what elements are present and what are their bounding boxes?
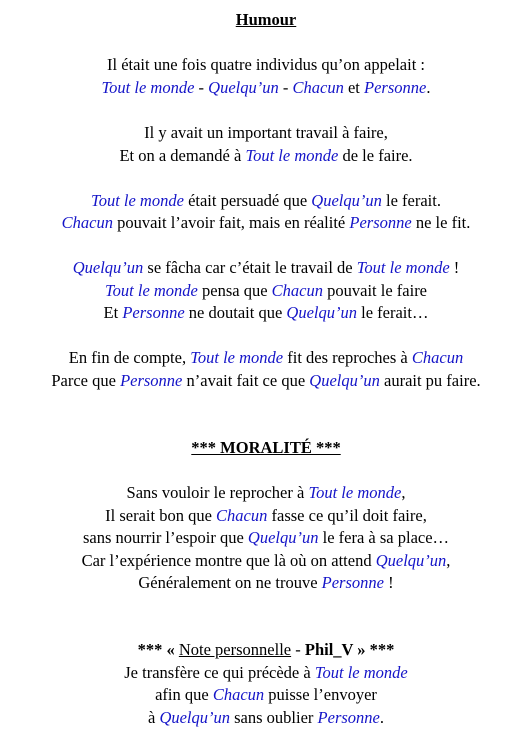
name-chacun: Chacun (212, 685, 265, 704)
name-personne: Personne (349, 213, 412, 232)
text: le fera à sa place… (318, 528, 450, 547)
moral-line-3: sans nourrir l’espoir que Quelqu’un le f… (0, 527, 532, 549)
name-tout-le-monde: Tout le monde (91, 191, 184, 210)
text: Parce que (51, 371, 121, 390)
text: Et (103, 303, 123, 322)
note-label: Note personnelle (178, 640, 292, 659)
p5-line-2: Parce que Personne n’avait fait ce que Q… (0, 370, 532, 392)
note-separator: - (291, 640, 305, 659)
note-stars-close: » *** (353, 640, 395, 659)
p3-line-2: Chacun pouvait l’avoir fait, mais en réa… (0, 212, 532, 234)
name-tout-le-monde: Tout le monde (308, 483, 402, 502)
name-chacun: Chacun (271, 281, 324, 300)
name-quelquun: Quelqu’un (159, 708, 231, 727)
intro-line-1: Il était une fois quatre individus qu’on… (106, 55, 425, 74)
text: fit des reproches à (283, 348, 412, 367)
name-chacun: Chacun (292, 78, 344, 97)
text: - (278, 78, 293, 97)
document-title: Humour (235, 10, 297, 29)
text: pensa que (197, 281, 272, 300)
text: fasse ce qu’il doit faire, (267, 506, 427, 525)
text: sans oublier (230, 708, 318, 727)
name-chacun: Chacun (411, 348, 464, 367)
text: ne doutait que (184, 303, 287, 322)
text: le ferait… (356, 303, 429, 322)
name-personne: Personne (321, 573, 384, 592)
text: puisse l’envoyer (264, 685, 377, 704)
text: - (194, 78, 209, 97)
text: à (147, 708, 160, 727)
note-line-1: Je transfère ce qui précède à Tout le mo… (0, 662, 532, 684)
text: Et on a demandé à (119, 146, 246, 165)
name-personne: Personne (364, 78, 427, 97)
note-heading: *** « Note personnelle - Phil_V » *** (0, 639, 532, 661)
text: Généralement on ne trouve (138, 573, 322, 592)
text: Je transfère ce qui précède à (124, 663, 315, 682)
text: se fâcha car c’était le travail de (143, 258, 357, 277)
intro-line-2: Tout le monde - Quelqu’un - Chacun et Pe… (0, 77, 532, 99)
text: pouvait l’avoir fait, mais en réalité (112, 213, 350, 232)
text: En fin de compte, (68, 348, 191, 367)
p4-line-3: Et Personne ne doutait que Quelqu’un le … (0, 302, 532, 324)
name-quelquun: Quelqu’un (286, 303, 357, 322)
text: pouvait le faire (323, 281, 428, 300)
name-personne: Personne (317, 708, 380, 727)
name-personne: Personne (122, 303, 185, 322)
text: et (343, 78, 365, 97)
moral-line-1: Sans vouloir le reprocher à Tout le mond… (0, 482, 532, 504)
name-quelquun: Quelqu’un (208, 78, 279, 97)
name-tout-le-monde: Tout le monde (190, 348, 284, 367)
name-quelquun: Quelqu’un (247, 528, 319, 547)
text: ne le fit. (411, 213, 471, 232)
name-quelquun: Quelqu’un (311, 191, 382, 210)
text: n’avait fait ce que (182, 371, 310, 390)
text: . (379, 708, 384, 727)
text: Car l’expérience montre que là où on att… (81, 551, 376, 570)
p3-line-1: Tout le monde était persuadé que Quelqu’… (0, 190, 532, 212)
p4-line-1: Quelqu’un se fâcha car c’était le travai… (0, 257, 532, 279)
text: aurait pu faire. (379, 371, 481, 390)
p2-line-2: Et on a demandé à Tout le monde de le fa… (0, 145, 532, 167)
name-tout-le-monde: Tout le monde (314, 663, 408, 682)
text: Sans vouloir le reprocher à (126, 483, 309, 502)
text: était persuadé que (183, 191, 312, 210)
p4-line-2: Tout le monde pensa que Chacun pouvait l… (0, 280, 532, 302)
text: sans nourrir l’espoir que (82, 528, 248, 547)
note-author: Phil_V (304, 640, 354, 659)
moral-heading: *** MORALITÉ *** (191, 438, 341, 457)
text: ! (449, 258, 460, 277)
name-tout-le-monde: Tout le monde (356, 258, 450, 277)
text: afin que (155, 685, 213, 704)
moral-line-5: Généralement on ne trouve Personne ! (0, 572, 532, 594)
note-line-3: à Quelqu’un sans oublier Personne. (0, 707, 532, 729)
p2-line-1: Il y avait un important travail à faire, (144, 123, 388, 142)
text: , (401, 483, 406, 502)
name-chacun: Chacun (61, 213, 113, 232)
text: . (426, 78, 431, 97)
name-chacun: Chacun (216, 506, 268, 525)
note-stars-open: *** « (137, 640, 179, 659)
name-personne: Personne (120, 371, 183, 390)
text: ! (383, 573, 394, 592)
moral-line-4: Car l’expérience montre que là où on att… (0, 550, 532, 572)
note-line-2: afin que Chacun puisse l’envoyer (0, 684, 532, 706)
text: le ferait. (381, 191, 441, 210)
name-quelquun: Quelqu’un (72, 258, 144, 277)
text: Il serait bon que (105, 506, 217, 525)
text: , (446, 551, 451, 570)
moral-line-2: Il serait bon que Chacun fasse ce qu’il … (0, 505, 532, 527)
name-tout-le-monde: Tout le monde (104, 281, 198, 300)
name-tout-le-monde: Tout le monde (245, 146, 339, 165)
p5-line-1: En fin de compte, Tout le monde fit des … (0, 347, 532, 369)
name-quelquun: Quelqu’un (375, 551, 447, 570)
name-quelquun: Quelqu’un (309, 371, 380, 390)
name-tout-le-monde: Tout le monde (101, 78, 195, 97)
text: de le faire. (338, 146, 413, 165)
